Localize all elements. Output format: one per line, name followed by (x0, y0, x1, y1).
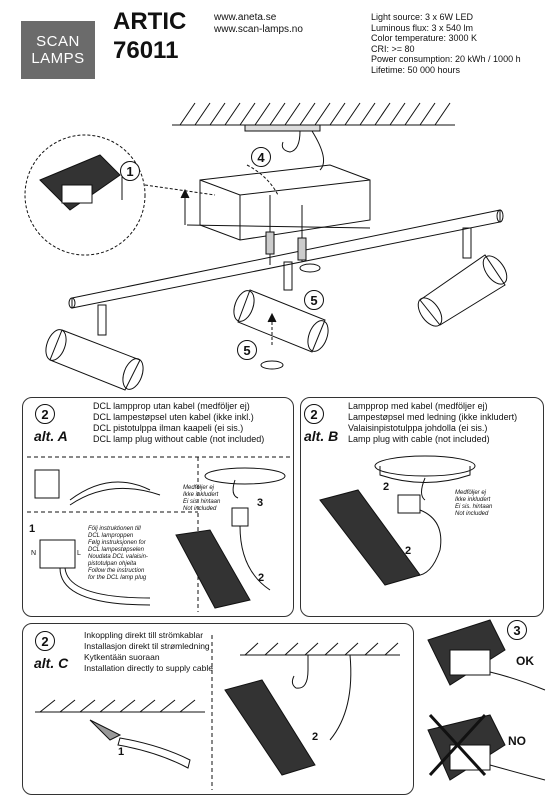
alt-c-step-1: 1 (118, 746, 125, 758)
alt-a-wire-l: L (77, 550, 81, 557)
alt-b-line-no: Lampestøpsel med ledning (ikke inkludert… (348, 412, 518, 422)
logo-line-1: SCAN (36, 33, 80, 50)
alt-c-line-no: Installasjon direkt til strømledning (84, 641, 210, 651)
no-cross-1 (428, 713, 487, 777)
alt-c-label: alt. C (34, 655, 69, 671)
alt-b-step-2a: 2 (383, 481, 390, 493)
alt-a-description: DCL lampprop utan kabel (medföljer ej) D… (93, 401, 264, 445)
ceiling-plate (244, 124, 321, 132)
ni-line: Medföljer ej (183, 485, 215, 491)
model-number: 76011 (113, 37, 179, 64)
alt-a-step-3: 3 (257, 497, 264, 509)
terminal-cover-ok (427, 619, 506, 686)
ni-line: Ikke inkludert (455, 497, 491, 503)
alt-b-description: Lampprop med kabel (medföljer ej) Lampes… (348, 401, 517, 445)
alt-a-step-badge: 2 (35, 404, 55, 424)
canopy-box (199, 164, 371, 241)
alt-b-step-badge: 2 (304, 404, 324, 424)
alt-a-step-2: 2 (258, 572, 265, 584)
alt-b-not-included: Medföljer ej Ikke inkludert Ei sis. hint… (455, 490, 492, 518)
supply-cable (311, 130, 325, 171)
detail-callout-circle (24, 134, 146, 256)
step-1-badge: 1 (120, 161, 140, 181)
left-spotlight (45, 304, 144, 391)
ok-label: OK (516, 654, 534, 668)
alt-c-line-sv: Inkoppling direkt till strömkablar (84, 630, 204, 640)
instr-line: Följ instruktionen till (88, 526, 141, 532)
right-spotlight (417, 227, 508, 327)
ni-line: Not included (183, 506, 217, 512)
instr-line: Følg instruksjonen for (88, 540, 146, 546)
alt-c-line-fi: Kytkentään suoraan (84, 652, 160, 662)
spec-list: Light source: 3 x 6W LED Luminous flux: … (371, 12, 521, 75)
ni-line: Medföljer ej (455, 490, 487, 496)
spec-power: Power consumption: 20 kWh / 1000 h (371, 54, 521, 64)
alt-a-label: alt. A (34, 428, 68, 444)
scan-lamps-logo: SCAN LAMPS (21, 21, 95, 79)
ceiling-hatch (179, 102, 451, 126)
alt-a-instruction: Följ instruktionen till DCL lamproppen F… (88, 526, 148, 582)
ni-line: Ei sis. hintaan (183, 499, 221, 505)
instr-line: Noudata DCL valaisin- (88, 554, 148, 560)
alt-a-line-no: DCL lampestøpsel uten kabel (ikke inkl.) (93, 412, 254, 422)
alt-a-wire-n: N (31, 550, 37, 557)
spec-lifetime: Lifetime: 50 000 hours (371, 64, 461, 75)
alt-c-step-badge: 2 (35, 631, 55, 651)
alt-a-step-1: 1 (29, 523, 36, 535)
alt-b-line-en: Lamp plug with cable (not included) (348, 434, 490, 444)
logo-line-2: LAMPS (31, 50, 85, 67)
alt-b-line-fi: Valaisinpistotulppa johdolla (ei sis.) (348, 423, 488, 433)
no-cross-2 (428, 713, 487, 777)
instr-line: DCL lampestøpselen (88, 547, 144, 553)
instr-line: Follow the instruction (88, 568, 145, 574)
website-links: www.aneta.se www.scan-lamps.no (214, 12, 303, 36)
link-aneta[interactable]: www.aneta.se (214, 12, 277, 23)
ni-line: Ikke inkludert (183, 492, 219, 498)
alt-a-not-included: Medföljer ej Ikke inkludert Ei sis. hint… (183, 485, 220, 513)
alt-c-step-2: 2 (312, 731, 319, 743)
step-5-badge-upper: 5 (304, 290, 324, 310)
ni-line: Ei sis. hintaan (455, 504, 493, 510)
alt-a-line-fi: DCL pistotulppa ilman kaapeli (ei sis.) (93, 423, 244, 433)
alt-a-panel (22, 397, 294, 617)
alt-c-description: Inkoppling direkt till strömkablar Insta… (84, 630, 213, 674)
spec-light-source: Light source: 3 x 6W LED (371, 12, 474, 22)
model-name: ARTIC (113, 8, 187, 35)
alt-a-line-sv: DCL lampprop utan kabel (medföljer ej) (93, 401, 250, 411)
alt-b-panel (300, 397, 544, 617)
mounting-bar (71, 209, 501, 309)
instr-line: for the DCL lamp plug (88, 575, 147, 581)
link-scan-lamps[interactable]: www.scan-lamps.no (214, 24, 303, 35)
spec-luminous-flux: Luminous flux: 3 x 540 lm (371, 22, 474, 33)
step-4-badge: 4 (251, 147, 271, 167)
alt-c-panel (22, 623, 414, 795)
ceiling-hook (281, 130, 301, 153)
alt-b-label: alt. B (304, 428, 339, 444)
alt-b-step-2b: 2 (405, 545, 412, 557)
alt-a-line-en: DCL lamp plug without cable (not include… (93, 434, 265, 444)
instr-line: DCL lamproppen (88, 533, 134, 539)
instr-line: pistotulpan ohjeita (88, 561, 137, 567)
step-3-badge: 3 (507, 620, 527, 640)
ni-line: Not included (455, 511, 489, 517)
spec-color-temperature: Color temperature: 3000 K (371, 33, 478, 43)
step-5-badge-lower: 5 (237, 340, 257, 360)
no-label: NO (508, 734, 526, 748)
terminal-cover-no (427, 714, 506, 781)
alt-b-line-sv: Lampprop med kabel (medföljer ej) (348, 401, 488, 411)
spec-cri: CRI: >= 80 (371, 43, 415, 54)
alt-c-line-en: Installation directly to supply cable (84, 663, 213, 673)
